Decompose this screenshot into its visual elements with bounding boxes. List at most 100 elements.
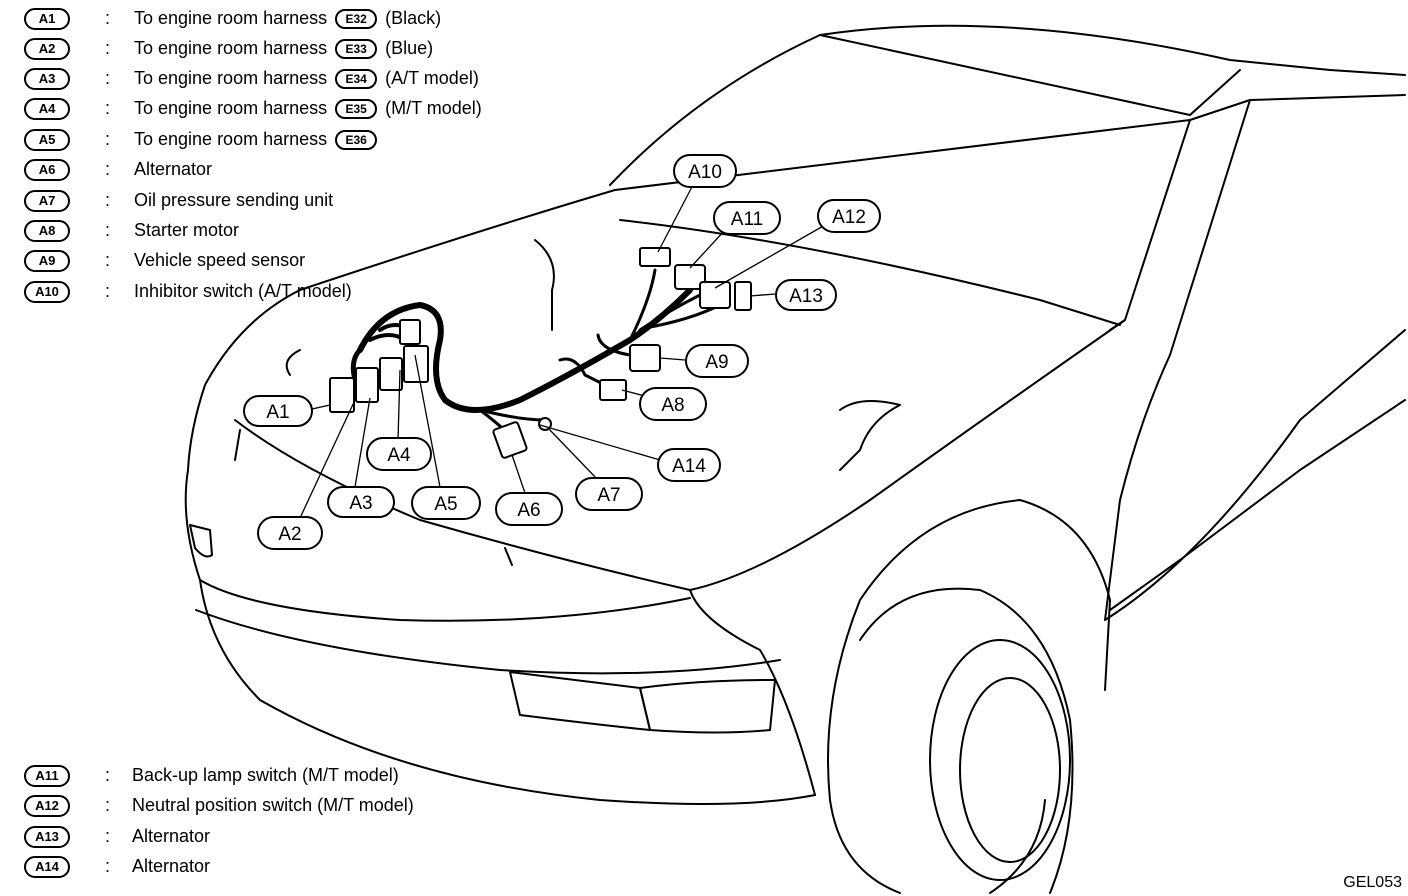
legend-tag: A1: [24, 8, 70, 30]
callout-label: A6: [517, 500, 540, 521]
separator: :: [105, 98, 111, 118]
legend-tag: A14: [24, 856, 70, 878]
legend-text: Alternator: [132, 826, 211, 846]
legend-note: (A/T model): [385, 68, 479, 88]
callout-a14: A14: [657, 448, 721, 482]
legend-row-a11: A11 : Back-up lamp switch (M/T model): [0, 764, 600, 792]
callout-a12: A12: [817, 199, 881, 233]
legend-row-a12: A12 : Neutral position switch (M/T model…: [0, 794, 600, 822]
legend-row-a13: A13 : Alternator: [0, 825, 600, 853]
legend-text: Vehicle speed sensor: [134, 250, 306, 270]
separator: :: [105, 159, 111, 179]
separator: :: [105, 129, 111, 149]
connectors: [329, 247, 752, 459]
callout-label: A3: [349, 493, 372, 514]
callout-a7: A7: [575, 477, 643, 511]
callout-label: A13: [789, 286, 823, 307]
separator: :: [105, 826, 111, 846]
legend-row-a14: A14 : Alternator: [0, 855, 600, 883]
callout-label: A10: [688, 162, 722, 183]
callout-label: A1: [266, 402, 289, 423]
legend-tag: A13: [24, 826, 70, 848]
callout-a13: A13: [775, 279, 837, 311]
legend-note: (Black): [385, 8, 442, 28]
legend-tag: A4: [24, 98, 70, 120]
callout-a4: A4: [366, 437, 432, 471]
legend-text: Oil pressure sending unit: [134, 190, 334, 210]
legend-tag: A6: [24, 159, 70, 181]
separator: :: [105, 250, 111, 270]
legend-tag: A12: [24, 795, 70, 817]
legend-tag: A5: [24, 129, 70, 151]
connector-tag: E36: [335, 130, 378, 150]
connector-tag: E34: [335, 69, 378, 89]
legend-tag: A3: [24, 68, 70, 90]
separator: :: [105, 856, 111, 876]
callout-bubble: [639, 387, 707, 421]
callout-label: A9: [705, 352, 728, 373]
separator: :: [105, 281, 111, 301]
connector-tag: E35: [335, 99, 378, 119]
legend-text: Alternator: [132, 856, 211, 876]
separator: :: [105, 795, 111, 815]
callout-bubble: [243, 395, 313, 427]
callout-a1: A1: [243, 395, 313, 427]
callout-label: A5: [434, 494, 457, 515]
callout-label: A4: [387, 445, 411, 466]
callout-bubble: [685, 344, 749, 378]
callout-bubble: [366, 437, 432, 471]
callout-bubble: [327, 486, 395, 518]
legend-text: Inhibitor switch (A/T model): [134, 281, 352, 301]
callout-a11: A11: [713, 201, 781, 235]
legend-text: Neutral position switch (M/T model): [132, 795, 414, 815]
callout-bubble: [657, 448, 721, 482]
legend-row-a6: A6 : Alternator: [0, 158, 600, 186]
legend-tag: A9: [24, 250, 70, 272]
callout-a3: A3: [327, 486, 395, 518]
legend-tag: A7: [24, 190, 70, 212]
legend-text: Alternator: [134, 159, 213, 179]
legend-row-a10: A10 : Inhibitor switch (A/T model): [0, 280, 600, 308]
separator: :: [105, 220, 111, 240]
callout-label: A12: [832, 207, 866, 228]
callout-bubble: [817, 199, 881, 233]
separator: :: [105, 68, 111, 88]
separator: :: [105, 190, 111, 210]
legend-row-a8: A8 : Starter motor: [0, 219, 600, 247]
legend-row-a7: A7 : Oil pressure sending unit: [0, 189, 600, 217]
callout-a6: A6: [495, 492, 563, 526]
legend-row-a9: A9 : Vehicle speed sensor: [0, 249, 600, 277]
callout-label: A14: [672, 456, 706, 477]
separator: :: [105, 8, 111, 28]
callout-a9: A9: [685, 344, 749, 378]
callout-label: A7: [597, 485, 620, 506]
separator: :: [105, 765, 111, 785]
callout-label: A8: [661, 395, 684, 416]
connector-tag: E33: [335, 39, 378, 59]
callout-label: A11: [731, 209, 763, 230]
legend-tag: A8: [24, 220, 70, 242]
legend-text: Back-up lamp switch (M/T model): [132, 765, 399, 785]
callout-bubble: [575, 477, 643, 511]
callout-label: A2: [278, 524, 301, 545]
legend-text: Starter motor: [134, 220, 240, 240]
callout-bubble: [713, 201, 781, 235]
legend-tag: A10: [24, 281, 70, 303]
connector-tag: E32: [335, 9, 378, 29]
callout-a8: A8: [639, 387, 707, 421]
callout-bubble: [257, 516, 323, 550]
callout-a10: A10: [673, 154, 737, 188]
legend-tag: A2: [24, 38, 70, 60]
leader-lines: [299, 182, 826, 519]
callout-bubble: [411, 486, 481, 520]
separator: :: [105, 38, 111, 58]
